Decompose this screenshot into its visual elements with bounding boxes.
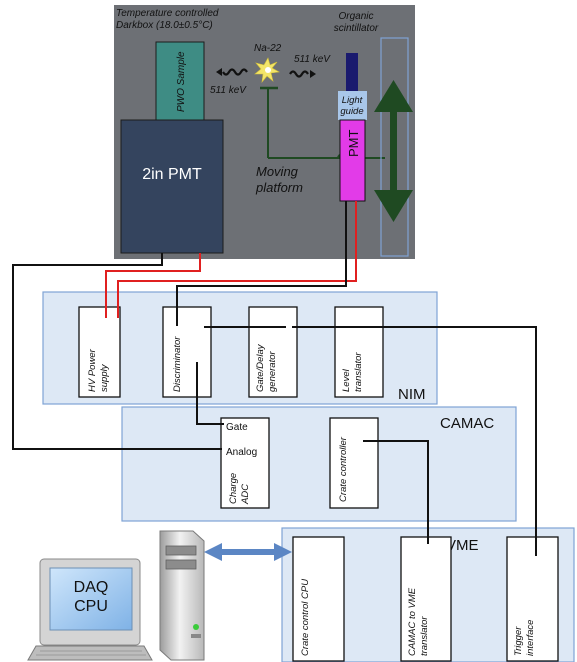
camac-crate (121, 406, 517, 522)
adc-label-line2: ADC (240, 484, 251, 505)
crate-controller-module (329, 417, 379, 509)
hv-cable-2in-pmt (105, 253, 201, 318)
energy-left-label: 511 keV (210, 85, 247, 96)
energy-right-label: 511 keV (294, 54, 331, 65)
discriminator-module (162, 306, 212, 398)
na22-source (254, 57, 280, 83)
level-translator-label-line1: Level (341, 368, 352, 392)
camac-crate-label: CAMAC (440, 415, 494, 432)
gate-to-adc (196, 362, 224, 425)
crate-controller-to-vme-translator (363, 440, 429, 544)
power-button (191, 634, 201, 638)
platform-rail (380, 37, 409, 257)
pwo-sample-label: PWO Sample (176, 51, 187, 112)
light-guide-label-line2: guide (340, 106, 363, 117)
crate-control-cpu-module (292, 536, 345, 662)
organic-scintillator (346, 53, 358, 91)
discriminator-label: Discriminator (172, 336, 183, 392)
movement-arrow (374, 80, 413, 222)
light-guide (338, 91, 367, 120)
level-translator-module (334, 306, 384, 398)
trigger-label-line1: Trigger (513, 626, 524, 656)
hv-label-line2: supply (99, 363, 110, 392)
organic-label-line1: Organic (338, 11, 373, 22)
gate-delay-module (248, 306, 298, 398)
pmt-small (339, 119, 366, 202)
darkbox: Temperature controlled Darkbox (18.0±0.5… (114, 5, 415, 259)
camac-vme-label-line1: CAMAC to VME (407, 587, 418, 656)
gate-delay-label-line2: generator (267, 350, 278, 392)
adc-label-line1: Charge (228, 473, 239, 504)
darkbox-title-line2: Darkbox (18.0±0.5°C) (116, 20, 213, 31)
moving-platform-label-line2: platform (255, 180, 303, 195)
daq-computer: DAQ CPU (27, 530, 205, 661)
signal-2in-pmt-to-adc-analog (12, 253, 222, 450)
hv-label-line1: HV Power (87, 348, 98, 392)
cpu-label: CPU (74, 598, 108, 615)
trigger-interface-module (506, 536, 559, 662)
data-link-arrow (204, 543, 292, 561)
signal-small-pmt-to-discriminator (176, 201, 347, 326)
crate-cpu-label: Crate control CPU (300, 579, 311, 656)
trigger-label-line2: interface (525, 620, 536, 656)
pmt-2in-label: 2in PMT (142, 166, 202, 183)
monitor-screen (49, 567, 133, 631)
power-led (193, 624, 199, 630)
drive-bay-2 (165, 559, 197, 570)
nim-crate-label: NIM (398, 386, 426, 403)
daq-label: DAQ (74, 579, 109, 596)
camac-vme-translator-module (400, 536, 452, 662)
hv-cable-small-pmt (117, 201, 357, 318)
organic-label-line2: scintillator (334, 23, 379, 34)
photon-left (222, 68, 248, 76)
moving-platform-label-line1: Moving (256, 164, 299, 179)
adc-gate-input-label: Gate (226, 422, 248, 433)
pmt-small-label: PMT (346, 130, 361, 158)
pwo-sample (155, 41, 205, 121)
charge-adc-module (220, 417, 270, 509)
drive-bay-1 (165, 545, 197, 556)
adc-analog-input-label: Analog (226, 447, 257, 458)
crate-controller-label: Crate controller (338, 436, 349, 502)
pmt-2in (120, 119, 224, 254)
camac-vme-label-line2: translator (419, 616, 430, 656)
na22-label: Na-22 (254, 43, 282, 54)
photon-right (289, 70, 309, 78)
vme-crate-label: VME (446, 537, 479, 554)
light-guide-label-line1: Light (342, 95, 363, 106)
level-translator-to-trigger (368, 326, 537, 556)
gate-delay-label-line1: Gate/Delay (255, 343, 266, 392)
darkbox-title-line1: Temperature controlled (116, 8, 219, 19)
level-translator-label-line2: translator (353, 352, 364, 392)
keyboard (27, 645, 153, 661)
hv-power-supply-module (78, 306, 121, 398)
